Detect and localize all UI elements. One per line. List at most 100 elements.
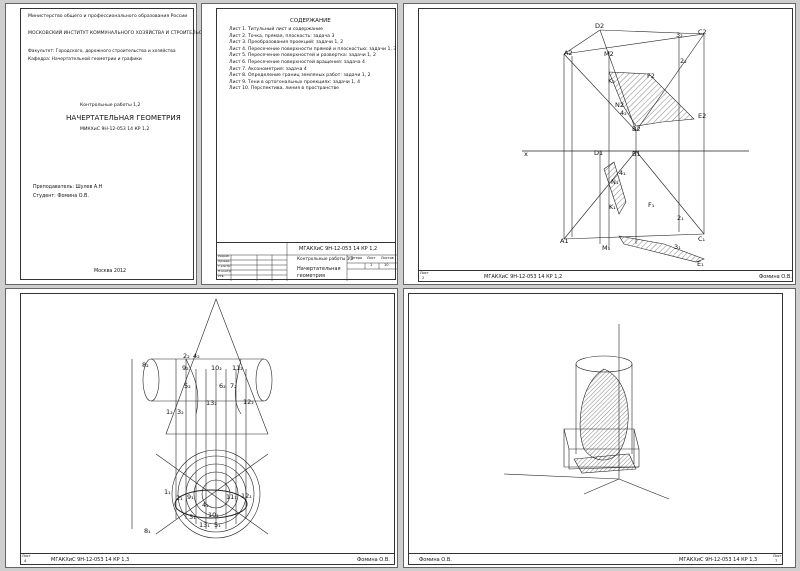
section-ellipse <box>579 368 629 461</box>
point-label: 8₁ <box>144 527 151 535</box>
title-block: МГАКХиС 9Н-12-053 14 КР 1,2 Контрольные … <box>216 242 397 281</box>
contents-item: Лист 8. Определение границ земляных рабо… <box>229 73 371 79</box>
contents-item: Лист 1. Титульный лист и содержание <box>229 27 323 32</box>
point-label: 11₁ <box>226 493 237 501</box>
stamp-author: Фомина О.В. <box>357 557 390 563</box>
point-label: K₁ <box>609 203 616 211</box>
teacher-text: Преподаватель: Шулев А.Н <box>33 185 103 190</box>
intersection-drawing: 8₂ 2₂ 4₂ 9₂ 10₂ 11₂ 5₂ 6₂ 7₂ 13₂ 12₂ 1₂ … <box>131 298 273 539</box>
point-label: C2 <box>698 28 707 36</box>
contents-item: Лист 5. Пересечение поверхностей и разве… <box>229 53 376 59</box>
point-label: E₁ <box>697 260 704 268</box>
stamp-small: Лист 4 МГАКХиС 9Н-12-053 14 КР 1,3 Фомин… <box>20 553 395 565</box>
contents-item: Лист 9. Тени в ортогональных проекциях: … <box>229 79 361 85</box>
stamp-code: МГАКХиС 9Н-12-053 14 КР 1,3 <box>51 557 130 563</box>
contents-item: Лист 7. Аксонометрия: задача 4 <box>229 66 307 72</box>
faculty-text: Факультет: Городского, дорожного строите… <box>28 49 176 54</box>
point-label: 2₂ <box>183 352 190 360</box>
stamp-sheet-label: Лист <box>420 271 429 275</box>
sheet-title-page: Министерство общего и профессионального … <box>5 3 211 285</box>
section-bottom <box>618 235 705 263</box>
city-year-text: Москва 2012 <box>94 269 127 274</box>
contents-item: Лист 3. Преобразования проекций: задачи … <box>229 40 344 46</box>
point-label: 12₁ <box>241 492 252 500</box>
point-label: B1 <box>632 150 641 158</box>
stamp-subject-2: геометрия <box>297 273 325 279</box>
contents-item: Лист 4. Пересечение поверхности прямой и… <box>229 46 397 52</box>
contents-item: Лист 6. Пересечение поверхностей вращени… <box>229 59 365 65</box>
point-label: 11₂ <box>232 364 243 372</box>
point-label: 3₂ <box>676 31 683 39</box>
stamp-row-label: Разраб. <box>218 254 230 258</box>
contents-item: Лист 10. Перспектива, линия в пространст… <box>229 86 340 92</box>
point-label: 7₂ <box>230 382 237 390</box>
point-label: 10₁ <box>208 511 219 519</box>
sheet-contents: СОДЕРЖАНИЕ Лист 1. Титульный лист и соде… <box>201 3 398 285</box>
stamp-col-sheets: Листов <box>381 256 394 260</box>
stamp-code: МГАКХиС 9Н-12-053 14 КР 1,2 <box>484 274 563 280</box>
point-label: 3₁ <box>189 513 196 521</box>
institute-text: МОСКОВСКИЙ ИНСТИТУТ КОММУНАЛЬНОГО ХОЗЯЙС… <box>28 31 212 36</box>
point-label: N₁ <box>611 178 619 186</box>
stamp-code: МГАКХиС 9Н-12-053 14 КР 1,3 <box>679 557 758 563</box>
point-label: 2₂ <box>680 57 687 65</box>
stamp-code: МГАКХиС 9Н-12-053 14 КР 1,2 <box>299 246 378 252</box>
sheet-projections: x D2 M2 3₂ C2 A2 2₂ K₂ F2 E2 N2 4₂ B2 D1… <box>403 3 796 285</box>
stamp-work: Контрольные работы 1,2 <box>297 257 354 262</box>
subject-title: НАЧЕРТАТЕЛЬНАЯ ГЕОМЕТРИЯ <box>66 113 181 122</box>
point-label: D1 <box>594 149 603 157</box>
point-label: 10₂ <box>211 364 222 372</box>
point-label: 5₂ <box>184 382 191 390</box>
point-label: 1₁ <box>164 488 171 496</box>
section-base <box>573 453 637 474</box>
point-label: 5₁ <box>214 521 221 529</box>
point-label: 13₂ <box>206 399 217 407</box>
stamp-sheet-no: 2 <box>422 276 425 280</box>
stamp-row-label: Утв. <box>218 274 225 278</box>
point-label: 9₁ <box>187 493 194 501</box>
point-label: E2 <box>698 112 706 120</box>
point-label: A1 <box>560 237 569 245</box>
stamp-sheets-total: 10 <box>384 263 389 267</box>
stamp-author: Фомина О.В. <box>419 557 452 563</box>
section-upper <box>608 71 695 127</box>
stamp-sheet-no: 4 <box>24 559 27 563</box>
point-label: 2₁ <box>176 494 183 502</box>
point-label: M₁ <box>602 244 611 252</box>
stamp-col-litera: Литера <box>349 256 363 260</box>
code-text: МИКХиС 9Н-12-053 14 КР 1,2 <box>80 127 150 132</box>
stamp-row-label: Т.контр. <box>218 264 232 268</box>
stamp-col-sheet: Лист <box>367 256 376 260</box>
section-lower <box>603 161 627 215</box>
drawing-frame <box>20 8 194 280</box>
point-label: F2 <box>647 72 655 80</box>
point-label: 2₁ <box>677 214 684 222</box>
point-label: 6₂ <box>219 382 226 390</box>
point-label: 12₂ <box>243 398 254 406</box>
axis-label: x <box>524 150 528 158</box>
title-block-grid <box>217 243 397 281</box>
point-label: C₁ <box>698 235 706 243</box>
projection-drawing: x D2 M2 3₂ C2 A2 2₂ K₂ F2 E2 N2 4₂ B2 D1… <box>522 22 749 268</box>
stamp-row-label: Провер. <box>218 259 231 263</box>
point-label: 1₂ <box>166 408 173 416</box>
work-title: Контрольные работы 1,2 <box>80 103 141 108</box>
point-label: 4₂ <box>193 352 200 360</box>
contents-list: Лист 1. Титульный лист и содержание Лист… <box>229 27 396 93</box>
department-text: Кафедра: Начертательной геометрии и граф… <box>28 57 142 62</box>
stamp-sheet-no: 7 <box>775 559 778 563</box>
ministry-text: Министерство общего и профессионального … <box>28 14 188 19</box>
stamp-author: Фомина О.В. <box>759 274 792 280</box>
sheet-axonometry: Фомина О.В. МГАКХиС 9Н-12-053 14 КР 1,3 … <box>403 288 796 568</box>
axonometry-drawing <box>503 324 670 500</box>
stamp-sheet-no: 1 <box>370 263 373 267</box>
point-label: 3₂ <box>177 408 184 416</box>
point-label: 13₁ <box>199 521 210 529</box>
point-label: 4₁ <box>619 169 626 177</box>
point-label: N2 <box>615 101 624 109</box>
point-label: 8₂ <box>142 361 149 369</box>
point-label: M2 <box>604 50 614 58</box>
contents-heading: СОДЕРЖАНИЕ <box>290 18 331 24</box>
sheet-intersection: 8₂ 2₂ 4₂ 9₂ 10₂ 11₂ 5₂ 6₂ 7₂ 13₂ 12₂ 1₂ … <box>5 288 398 568</box>
contents-item: Лист 2. Точка, прямая, плоскость: задача… <box>229 33 335 39</box>
